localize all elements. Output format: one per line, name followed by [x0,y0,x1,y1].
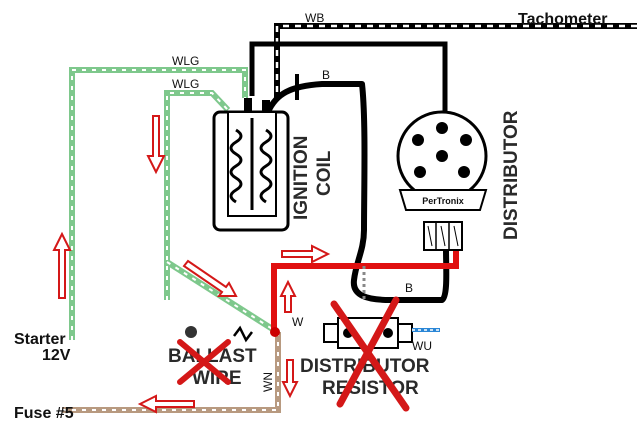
starter-label-line2: 12V [42,347,71,364]
red-wire [271,250,459,332]
ballast-cross-out [177,339,231,385]
pertronix-label: PerTronix [422,196,464,206]
resistor-label-line1: DISTRIBUTOR [300,356,430,377]
wlg-label-lower: WLG [172,77,199,91]
flow-arrow-diagonal [182,259,238,297]
resistor-label-line2: RESISTOR [322,378,419,399]
starter-label-line1: Starter [14,331,66,348]
distributor-black-frame [249,41,448,120]
ignition-coil-label-line1: IGNITION [291,136,312,220]
fuse-label: Fuse #5 [14,405,74,422]
wb-wire [274,23,637,100]
flow-arrow-right-red [281,244,331,264]
b-wire [265,81,450,303]
wlg-label-upper: WLG [172,54,199,68]
ballast-nodes [185,325,280,343]
resistor-cross-out [330,296,410,412]
ignition-coil [212,98,290,232]
wb-label: WB [305,11,324,25]
ignition-coil-label-line2: COIL [314,150,335,196]
w-label: W [292,315,304,329]
distributor: PerTronix [396,110,488,211]
tachometer-label: Tachometer [518,11,608,28]
flow-arrow-left-fuse [137,394,195,414]
wlg-wire-upper [69,67,248,340]
flow-arrow-up-starter [52,231,72,299]
pertronix-connector [423,221,463,251]
flow-arrow-down-wlg [146,115,166,175]
wn-wire [62,332,281,413]
flow-arrow-up-red [279,279,297,313]
flow-arrows [52,115,331,414]
ignition-coil-label: IGNITION COIL [291,136,335,220]
wu-label: WU [412,339,432,353]
flow-arrow-down-wn [281,359,299,399]
distributor-label: DISTRIBUTOR [501,110,522,240]
b-label-upper: B [322,68,330,82]
b-label-lower: B [405,281,413,295]
wn-label: WN [261,372,275,392]
